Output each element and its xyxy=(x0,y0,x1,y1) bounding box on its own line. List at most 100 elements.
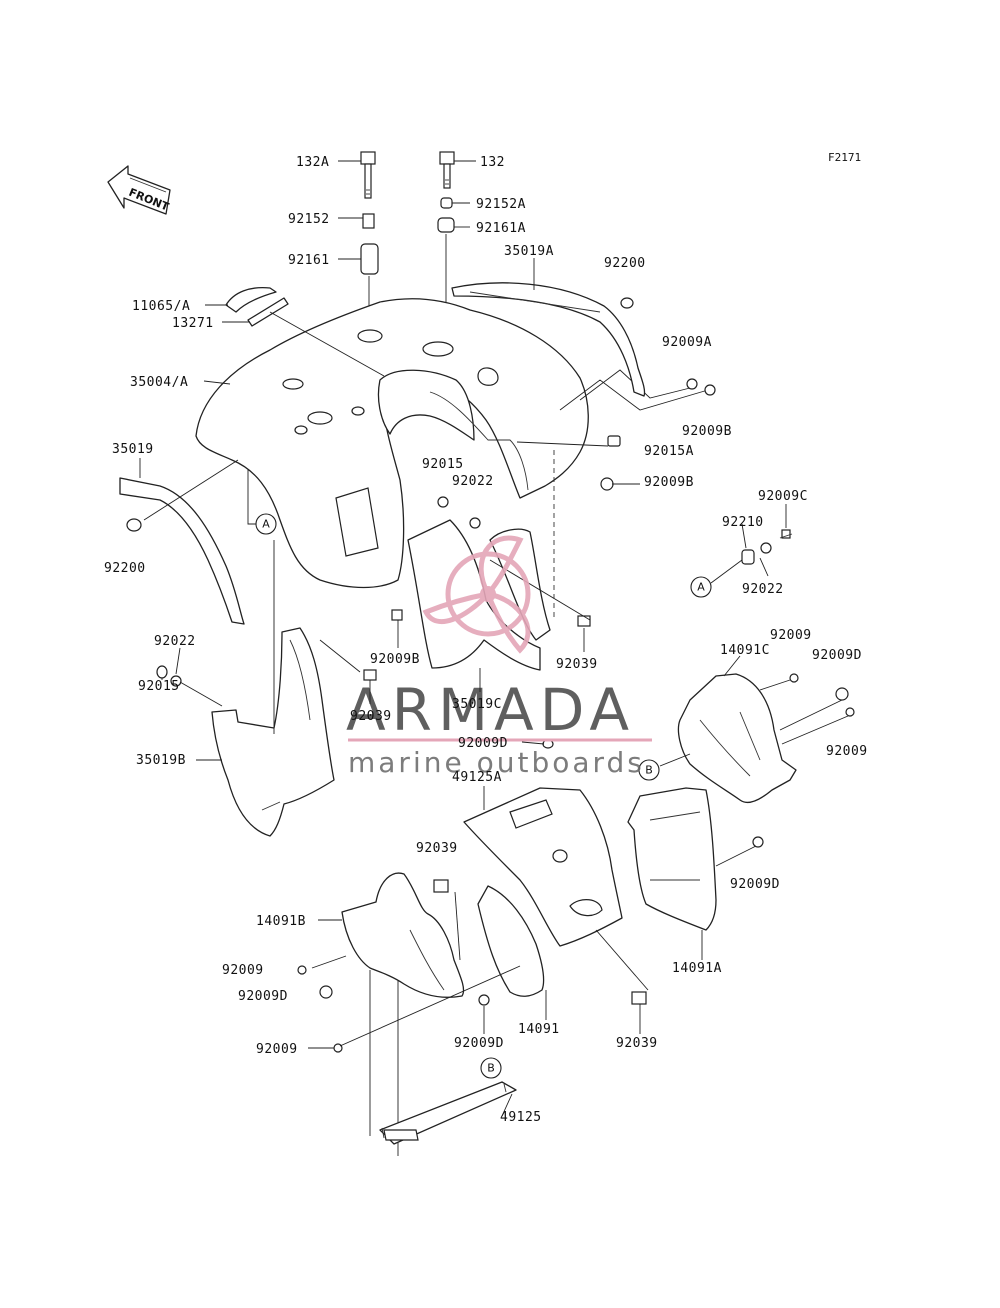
label-92009-topright: 92009 xyxy=(770,628,812,643)
label-49125A: 49125A xyxy=(452,770,502,785)
collar-92152-icon xyxy=(362,213,375,229)
label-92009D-mid: 92009D xyxy=(458,736,508,751)
label-11065A: 11065/A xyxy=(132,299,190,314)
ref-circle-b-upper: B xyxy=(638,759,660,781)
bolt-92009A-icon xyxy=(686,378,698,390)
washer-92022-mid-icon xyxy=(469,517,481,529)
bolt-92009-right-icon xyxy=(845,707,855,717)
label-14091B: 14091B xyxy=(256,914,306,929)
label-92039-mid: 92039 xyxy=(556,657,598,672)
screw-92039-mid-icon xyxy=(577,615,591,627)
label-92009D-right: 92009D xyxy=(730,877,780,892)
label-132A: 132A xyxy=(296,155,329,170)
bolt-92009B-top-icon xyxy=(704,384,716,396)
trim-35019 xyxy=(119,477,245,625)
label-92039-lowR: 92039 xyxy=(616,1036,658,1051)
guard-49125 xyxy=(379,1081,517,1145)
watermark-name: ARMADA xyxy=(346,676,635,744)
side-cover-14091A xyxy=(627,787,717,931)
label-49125: 49125 xyxy=(500,1110,542,1125)
label-92009-bottom: 92009 xyxy=(256,1042,298,1057)
leader-92009-topright xyxy=(759,679,791,691)
leader-92039-lower xyxy=(454,891,461,961)
leader-92009-lowL xyxy=(311,955,347,969)
label-92022-mid: 92022 xyxy=(452,474,494,489)
label-92015-left: 92015 xyxy=(138,679,180,694)
leader-l92210 xyxy=(741,523,747,549)
bolt-132-icon xyxy=(439,151,455,189)
ref-circle-a-upper: A xyxy=(255,513,277,535)
figure-code: F2171 xyxy=(828,151,861,164)
label-35019: 35019 xyxy=(112,442,154,457)
washer-92022-left-icon xyxy=(170,675,182,687)
label-92022-left: 92022 xyxy=(154,634,196,649)
leader-l92009Dmid xyxy=(521,741,545,745)
leader-13271 xyxy=(269,311,385,377)
svg-text:A: A xyxy=(262,518,270,531)
label-92009A: 92009A xyxy=(662,335,712,350)
label-92152: 92152 xyxy=(288,212,330,227)
label-92161: 92161 xyxy=(288,253,330,268)
side-cover-14091C xyxy=(677,673,797,804)
rear-fender-35004A xyxy=(195,298,589,589)
grommet-92161A-icon xyxy=(437,217,455,233)
label-92009D-lowL: 92009D xyxy=(238,989,288,1004)
leader-l92022left xyxy=(175,647,181,675)
label-92152A: 92152A xyxy=(476,197,526,212)
bolt-92009D-top-icon xyxy=(835,687,849,701)
bolt-92009D-lowC-icon xyxy=(478,994,490,1006)
leader-92009-right xyxy=(781,715,849,745)
label-14091A: 14091A xyxy=(672,961,722,976)
label-92200-left: 92200 xyxy=(104,561,146,576)
bolt-92009-lowL-icon xyxy=(297,965,307,975)
label-92210: 92210 xyxy=(722,515,764,530)
bolt-92009D-lowL-icon xyxy=(319,985,333,999)
label-92161A: 92161A xyxy=(476,221,526,236)
label-92022-right: 92022 xyxy=(742,582,784,597)
label-92009D-lowC: 92009D xyxy=(454,1036,504,1051)
label-92009-lowL: 92009 xyxy=(222,963,264,978)
label-92039-left: 92039 xyxy=(350,709,392,724)
label-92009D-top: 92009D xyxy=(812,648,862,663)
svg-text:B: B xyxy=(645,764,653,777)
bolt-132A-icon xyxy=(360,151,376,199)
label-92009B-top: 92009B xyxy=(682,424,732,439)
washer-92200-left-icon xyxy=(126,518,142,532)
label-92009-right: 92009 xyxy=(826,744,868,759)
front-arrow-icon: FRONT xyxy=(107,165,171,215)
bolt-92009B-left-icon xyxy=(391,609,403,621)
leader-l14091C xyxy=(723,655,741,677)
label-35019A: 35019A xyxy=(504,244,554,259)
ref-circle-a-right: A xyxy=(690,576,712,598)
bushing-92210-icon xyxy=(741,549,755,565)
trim-35019A xyxy=(451,282,646,397)
leader-92039-left xyxy=(319,639,361,673)
grommet-92161-icon xyxy=(360,243,379,275)
leader-l49125 xyxy=(501,1093,513,1117)
screw-92039-lower-icon xyxy=(433,879,449,893)
label-35019B: 35019B xyxy=(136,753,186,768)
label-92039-lower: 92039 xyxy=(416,841,458,856)
nut-92015-mid-icon xyxy=(437,496,449,508)
leader-l92022right xyxy=(759,557,769,577)
leader-92210 xyxy=(710,559,743,584)
washer-92200-top-icon xyxy=(620,297,634,309)
leader-ref-b xyxy=(659,753,691,767)
leader-l35004A xyxy=(203,380,231,385)
watermark-subtitle: marine outboards xyxy=(348,746,645,779)
leader-92009D-right xyxy=(715,845,757,867)
svg-text:B: B xyxy=(487,1062,495,1075)
label-14091: 14091 xyxy=(518,1022,560,1037)
label-35004A: 35004/A xyxy=(130,375,188,390)
label-92015-mid: 92015 xyxy=(422,457,464,472)
ref-circle-b-lower: B xyxy=(480,1057,502,1079)
label-132: 132 xyxy=(480,155,505,170)
label-13271: 13271 xyxy=(172,316,214,331)
label-92015A: 92015A xyxy=(644,444,694,459)
svg-text:A: A xyxy=(697,581,705,594)
label-14091C: 14091C xyxy=(720,643,770,658)
bolt-92009D-right-icon xyxy=(752,836,764,848)
leader-92022-left xyxy=(179,681,223,707)
collar-92152A-icon xyxy=(440,197,453,209)
